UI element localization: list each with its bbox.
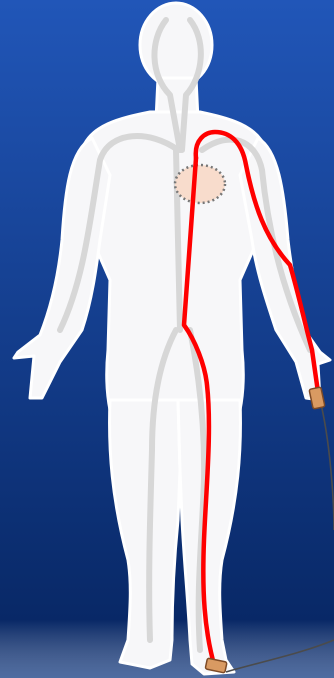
heart-icon	[175, 165, 225, 203]
